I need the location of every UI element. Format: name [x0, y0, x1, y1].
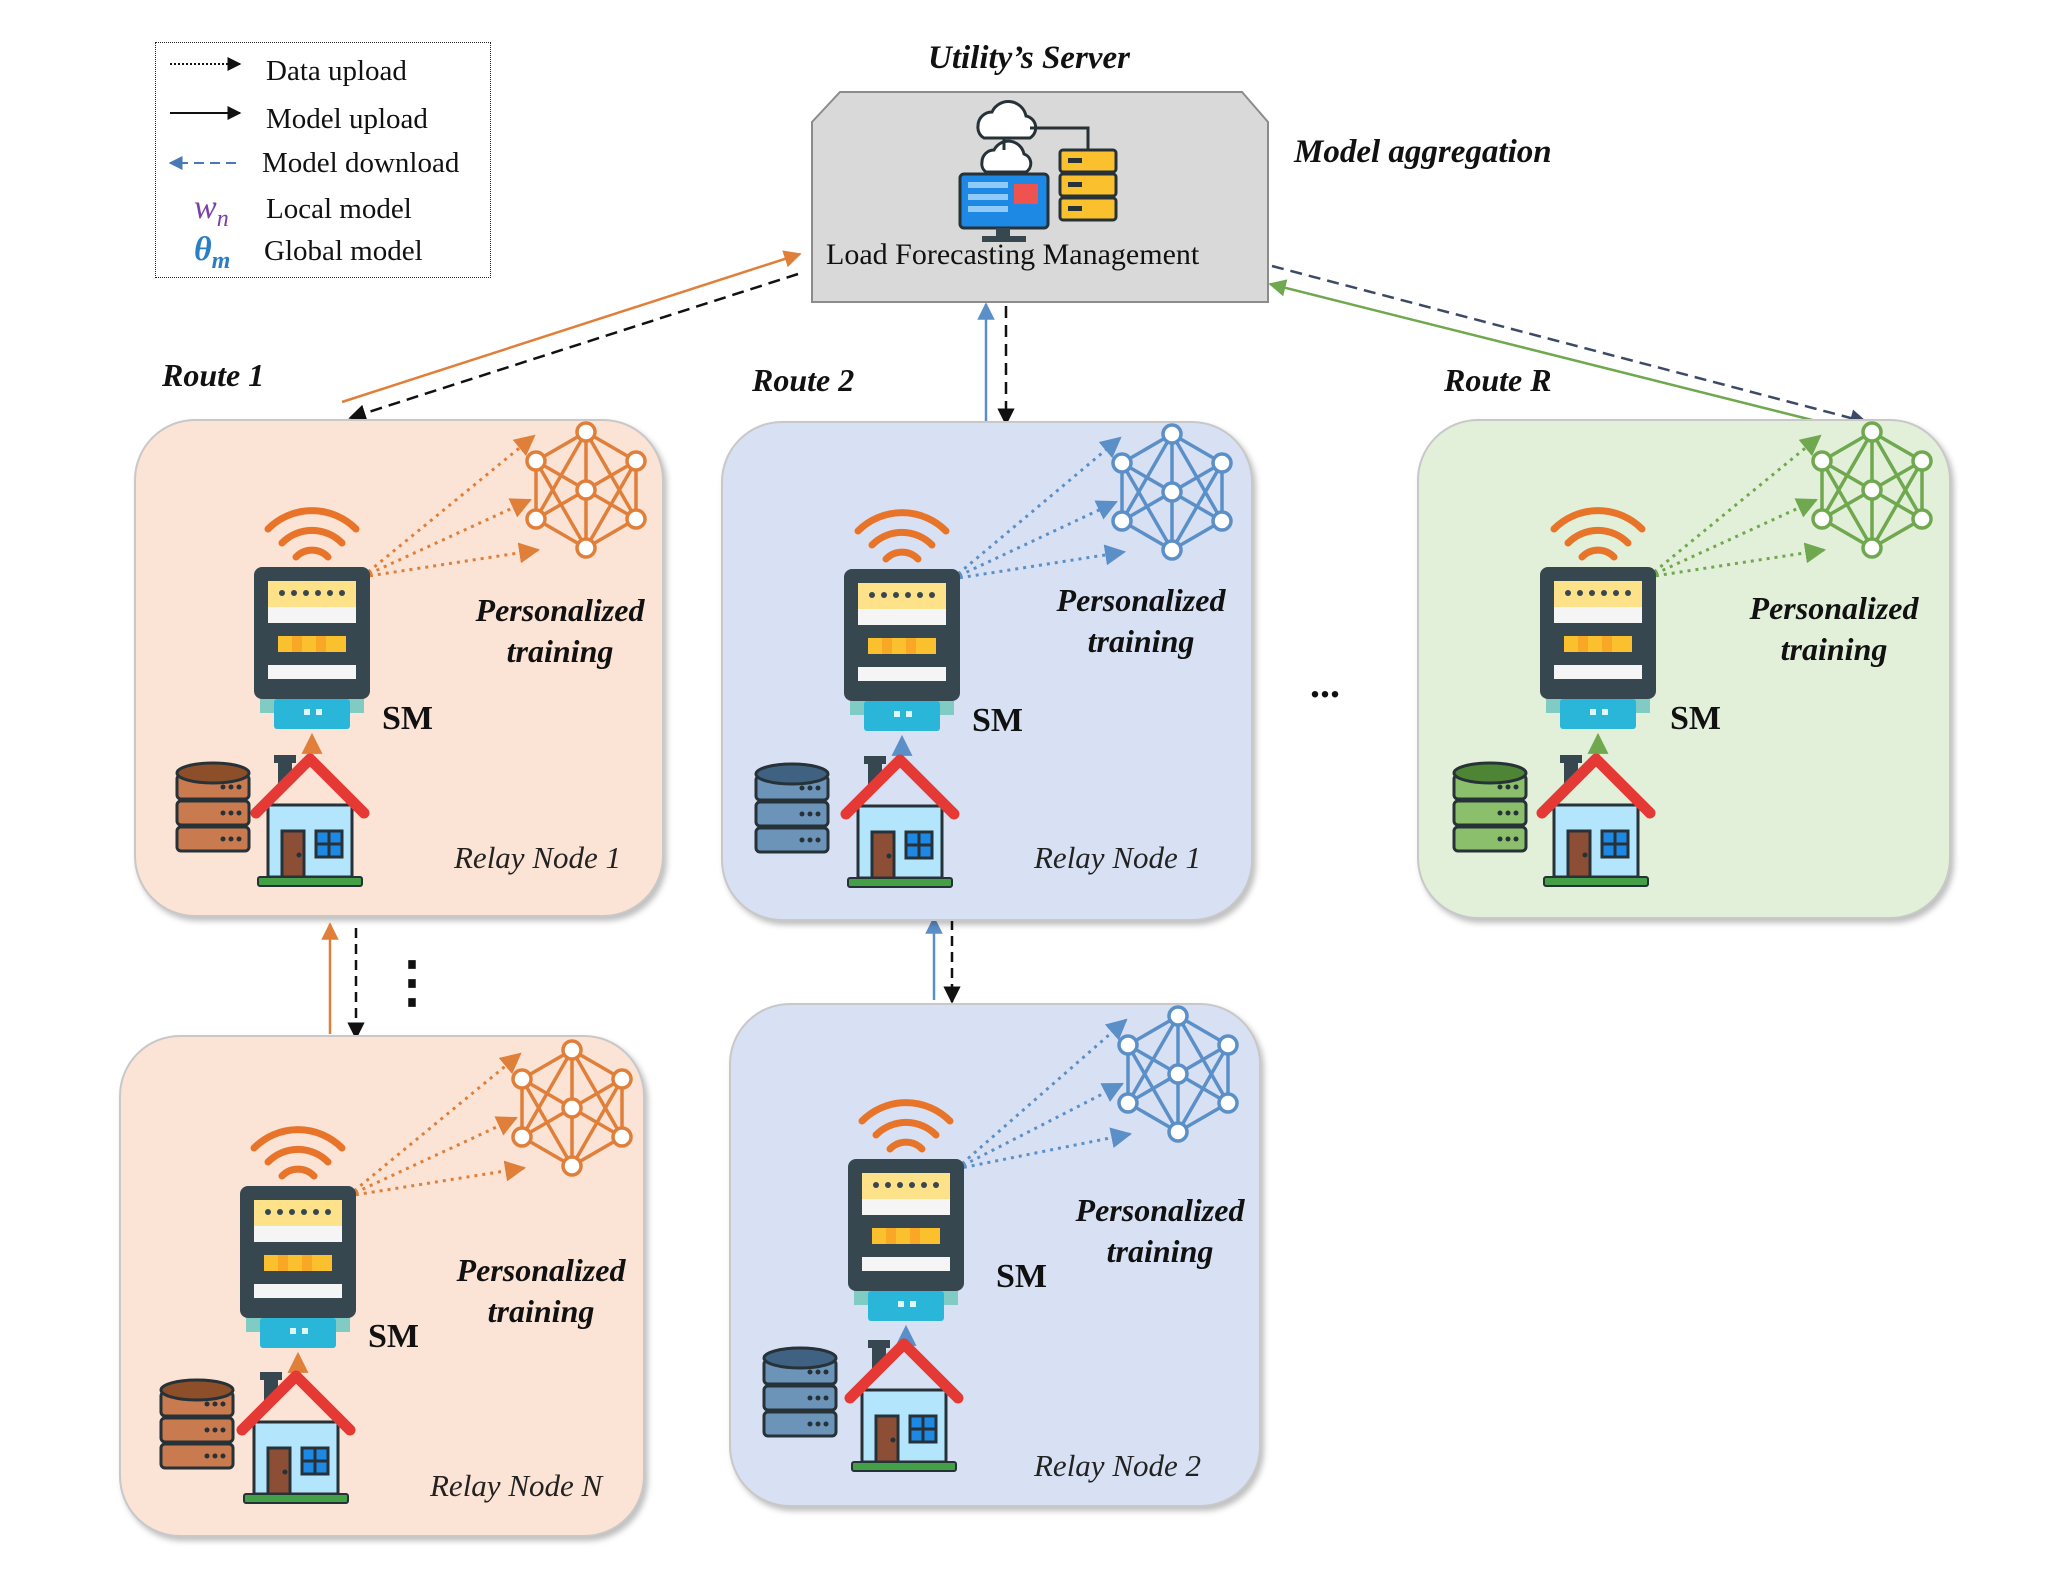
personalized-training-label: Personalized training: [441, 1250, 641, 1332]
database-icon: [1452, 761, 1528, 853]
personalized-text: Personalized: [1749, 590, 1919, 626]
legend-global-model: θm Global model: [166, 231, 423, 274]
more-nodes-ellipsis: ⋮: [384, 952, 440, 1014]
server-title: Utility’s Server: [928, 40, 1130, 76]
utility-server: [811, 91, 1269, 303]
data-upload-arrow: [361, 542, 541, 579]
legend-model-upload: Model upload: [166, 99, 428, 139]
smart-meter-icon: [254, 567, 370, 729]
legend-local-model-label: Local model: [266, 192, 412, 225]
relay-node-2-1: [721, 421, 1253, 921]
smart-meter-icon: [240, 1186, 356, 1348]
data-upload-arrow: [951, 500, 1118, 581]
data-upload-arrow: [955, 1127, 1133, 1171]
database-icon: [175, 761, 251, 853]
route-1-model-upload-arrow: [341, 250, 802, 404]
relay-node-1-2: [119, 1035, 645, 1537]
smart-meter-icon: [848, 1159, 964, 1321]
training-text: training: [1106, 1233, 1214, 1269]
route-2-label: Route 2: [752, 362, 855, 398]
personalized-text: Personalized: [1075, 1192, 1245, 1228]
database-icon: [762, 1346, 838, 1438]
sm-label: SM: [368, 1318, 419, 1355]
data-upload-arrow: [347, 1052, 522, 1198]
legend-model-download-label: Model download: [262, 146, 460, 179]
more-routes-ellipsis: ...: [1310, 661, 1340, 706]
server-name: Load Forecasting Management: [826, 238, 1200, 271]
relay-node-label: Relay Node 1: [454, 840, 622, 875]
route-2-relay-links: [925, 916, 961, 1004]
data-upload-arrow: [1647, 498, 1818, 579]
data-upload-arrow: [361, 498, 532, 579]
training-text: training: [1087, 623, 1195, 659]
cloud-server-icon: [958, 100, 1118, 242]
legend-symbols: [168, 57, 242, 170]
personalized-training-label: Personalized training: [1041, 580, 1241, 662]
relay-node-1-1: [134, 419, 664, 917]
model-aggregation-label: Model aggregation: [1294, 134, 1552, 170]
sm-label: SM: [996, 1258, 1047, 1295]
local-model-symbol: wn: [194, 189, 229, 232]
sm-label: SM: [382, 700, 433, 737]
route-r-model-download-arrow: [1271, 264, 1868, 427]
route-1-server-links: [341, 250, 802, 422]
legend-local-model: wn Local model: [166, 189, 412, 232]
training-text: training: [487, 1293, 595, 1329]
route-1-model-download-arrow: [348, 272, 799, 422]
data-upload-arrow: [1647, 434, 1822, 579]
sm-label: SM: [972, 702, 1023, 739]
personalized-text: Personalized: [456, 1252, 626, 1288]
data-upload-arrow: [955, 1018, 1128, 1171]
route-r-model-upload-arrow: [1268, 279, 1845, 430]
route-r-server-links: [1268, 264, 1868, 430]
relay-node-label: Relay Node N: [430, 1468, 603, 1503]
smart-meter-icon: [1540, 567, 1656, 729]
personalized-text: Personalized: [475, 592, 645, 628]
legend-data-upload-label: Data upload: [266, 54, 407, 87]
relay-node-label: Relay Node 1: [1034, 840, 1202, 875]
personalized-training-label: Personalized training: [1734, 588, 1934, 670]
legend-global-model-label: Global model: [264, 234, 423, 267]
global-model-symbol: θm: [194, 231, 231, 274]
legend: Data upload Model upload Model download …: [155, 42, 491, 278]
relay-node-label: Relay Node 2: [1034, 1448, 1202, 1483]
database-icon: [159, 1378, 235, 1470]
legend-data-upload: Data upload: [166, 51, 407, 91]
route-2-server-links: [977, 302, 1015, 426]
data-upload-arrow: [347, 1116, 518, 1198]
personalized-training-label: Personalized training: [1060, 1190, 1260, 1272]
relay-node-3-1: [1417, 419, 1951, 919]
training-text: training: [506, 633, 614, 669]
data-upload-arrow: [347, 1160, 527, 1198]
sm-label: SM: [1670, 700, 1721, 737]
relay-node-2-2: [729, 1003, 1261, 1507]
data-upload-arrow: [1647, 542, 1827, 579]
smart-meter-icon: [844, 569, 960, 731]
route-1-relay-links: [321, 922, 365, 1040]
data-upload-arrow: [951, 544, 1127, 581]
route-1-label: Route 1: [162, 357, 265, 393]
route-r-label: Route R: [1444, 362, 1552, 398]
data-upload-arrow: [361, 434, 536, 579]
training-text: training: [1780, 631, 1888, 667]
database-icon: [754, 762, 830, 854]
relay-nodes: [119, 419, 1951, 1537]
legend-model-upload-label: Model upload: [266, 102, 428, 135]
legend-model-download: Model download: [166, 143, 459, 183]
personalized-training-label: Personalized training: [460, 590, 660, 672]
personalized-text: Personalized: [1056, 582, 1226, 618]
